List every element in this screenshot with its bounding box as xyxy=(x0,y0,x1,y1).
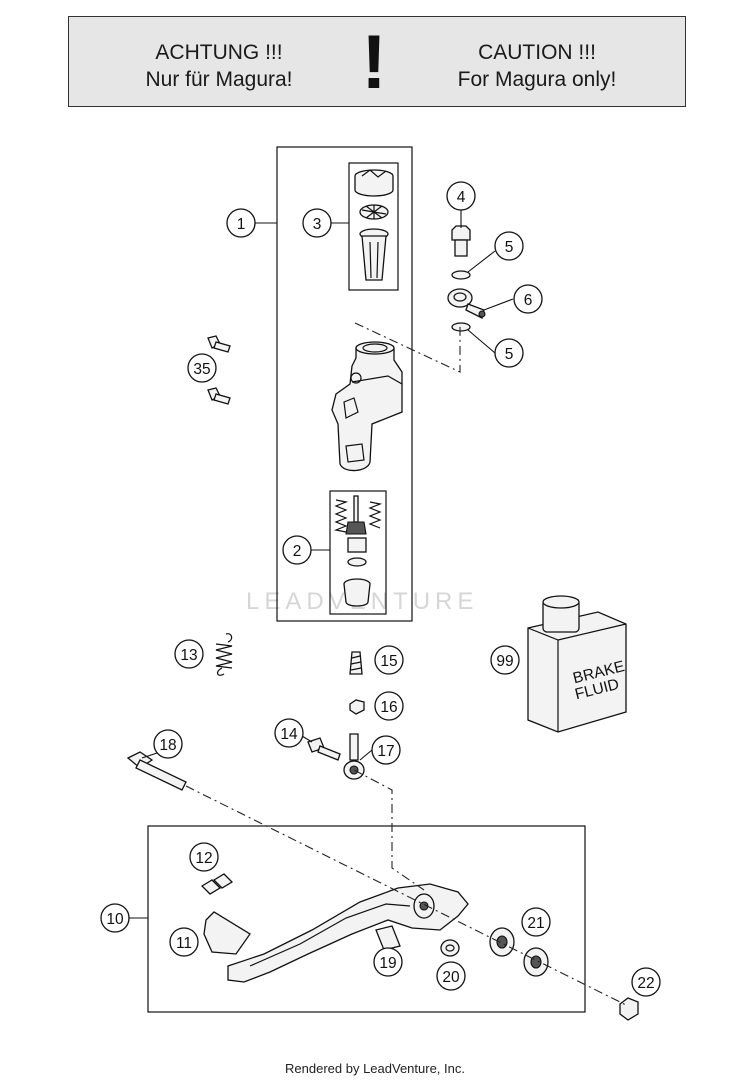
assembly-box-reservoir xyxy=(348,162,399,291)
brake-pedal-icon xyxy=(227,883,469,983)
spacer-icon xyxy=(440,939,460,957)
callout-18[interactable]: 18 xyxy=(153,729,183,759)
footer-credit: Rendered by LeadVenture, Inc. xyxy=(285,1061,465,1076)
callout-10[interactable]: 10 xyxy=(100,903,130,933)
assembly-box-master-cylinder xyxy=(276,146,413,622)
pedal-screws-icon xyxy=(200,873,234,895)
assembly-line-pivot xyxy=(185,785,629,1007)
master-cylinder-body-icon xyxy=(331,341,403,472)
callout-12[interactable]: 12 xyxy=(189,842,219,872)
assembly-box-brake-pedal xyxy=(147,825,586,1013)
svg-text:15: 15 xyxy=(380,653,397,670)
bushing-icon xyxy=(375,925,401,951)
svg-text:12: 12 xyxy=(195,850,212,867)
svg-text:22: 22 xyxy=(637,975,654,992)
assembly-line-push-rod xyxy=(353,769,425,891)
svg-text:13: 13 xyxy=(180,647,197,664)
sealing-washer-upper-icon xyxy=(451,270,471,280)
svg-text:2: 2 xyxy=(293,543,302,560)
callout-35[interactable]: 35 xyxy=(187,353,217,383)
callout-22[interactable]: 22 xyxy=(631,967,661,997)
callout-17[interactable]: 17 xyxy=(371,735,401,765)
callout-4[interactable]: 4 xyxy=(446,181,476,211)
svg-text:11: 11 xyxy=(176,935,192,952)
svg-text:6: 6 xyxy=(524,292,533,309)
callout-1[interactable]: 1 xyxy=(226,208,256,238)
assembly-line-banjo xyxy=(354,322,461,373)
callout-16[interactable]: 16 xyxy=(374,691,404,721)
warning-english-text: For Magura only! xyxy=(457,68,617,91)
leader-line-5b xyxy=(467,329,496,354)
callout-5-upper[interactable]: 5 xyxy=(494,231,524,261)
push-rod-fork-icon xyxy=(343,733,365,780)
svg-text:5: 5 xyxy=(505,239,514,256)
svg-text:5: 5 xyxy=(505,346,514,363)
pin-icon xyxy=(307,737,341,761)
screw-upper-icon xyxy=(207,335,231,353)
leader-line-5a xyxy=(467,250,496,273)
push-rod-screw-icon xyxy=(349,651,363,675)
assembly-box-repair-kit xyxy=(329,490,387,615)
callout-20[interactable]: 20 xyxy=(436,961,466,991)
svg-text:99: 99 xyxy=(496,653,513,670)
svg-text:20: 20 xyxy=(442,969,460,986)
callout-5-lower[interactable]: 5 xyxy=(494,338,524,368)
leader-line-14 xyxy=(301,735,313,743)
bearing-outer-icon xyxy=(489,927,515,957)
svg-text:3: 3 xyxy=(313,216,322,233)
svg-text:16: 16 xyxy=(380,699,397,716)
svg-text:21: 21 xyxy=(527,915,544,932)
pedal-tip-icon xyxy=(203,911,251,955)
warning-german-title: ACHTUNG !!! xyxy=(155,41,283,64)
callout-13[interactable]: 13 xyxy=(174,639,204,669)
svg-text:14: 14 xyxy=(280,726,298,743)
leader-line-6 xyxy=(483,298,514,311)
hex-nut-icon xyxy=(349,699,365,715)
callout-6[interactable]: 6 xyxy=(513,284,543,314)
svg-text:1: 1 xyxy=(237,216,246,233)
banjo-fitting-icon xyxy=(447,288,486,319)
screw-lower-icon xyxy=(207,387,231,405)
banjo-bolt-icon xyxy=(451,225,471,257)
callout-19[interactable]: 19 xyxy=(373,947,403,977)
leader-line-17 xyxy=(359,749,373,761)
warning-english: CAUTION !!! For Magura only! xyxy=(417,39,657,93)
svg-text:19: 19 xyxy=(379,955,396,972)
reservoir-float-icon xyxy=(359,228,389,281)
reservoir-diaphragm-icon xyxy=(359,204,389,220)
svg-text:17: 17 xyxy=(377,743,394,760)
warning-english-title: CAUTION !!! xyxy=(478,41,596,64)
callout-99[interactable]: 99 xyxy=(490,645,520,675)
warning-german-text: Nur für Magura! xyxy=(145,68,293,91)
lock-nut-icon xyxy=(619,997,639,1021)
callout-14[interactable]: 14 xyxy=(274,718,304,748)
reservoir-cap-icon xyxy=(354,169,394,197)
svg-text:18: 18 xyxy=(159,737,176,754)
pivot-bolt-icon xyxy=(126,751,187,791)
warning-german: ACHTUNG !!! Nur für Magura! xyxy=(99,39,339,93)
sealing-washer-lower-icon xyxy=(451,322,471,332)
callout-11[interactable]: 11 xyxy=(169,927,199,957)
callout-3[interactable]: 3 xyxy=(302,208,332,238)
callout-21[interactable]: 21 xyxy=(521,907,551,937)
return-spring-icon xyxy=(215,633,233,676)
repair-kit-springs-icon xyxy=(333,495,383,607)
bearing-inner-icon xyxy=(523,947,549,977)
brake-fluid-can-icon: BRAKE FLUID xyxy=(527,595,627,733)
callout-15[interactable]: 15 xyxy=(374,645,404,675)
exclamation-icon: ! xyxy=(361,20,387,105)
svg-text:35: 35 xyxy=(193,361,210,378)
svg-text:4: 4 xyxy=(457,189,466,206)
callout-2[interactable]: 2 xyxy=(282,535,312,565)
svg-text:10: 10 xyxy=(106,911,124,928)
caution-banner: ACHTUNG !!! Nur für Magura! ! CAUTION !!… xyxy=(68,16,686,107)
